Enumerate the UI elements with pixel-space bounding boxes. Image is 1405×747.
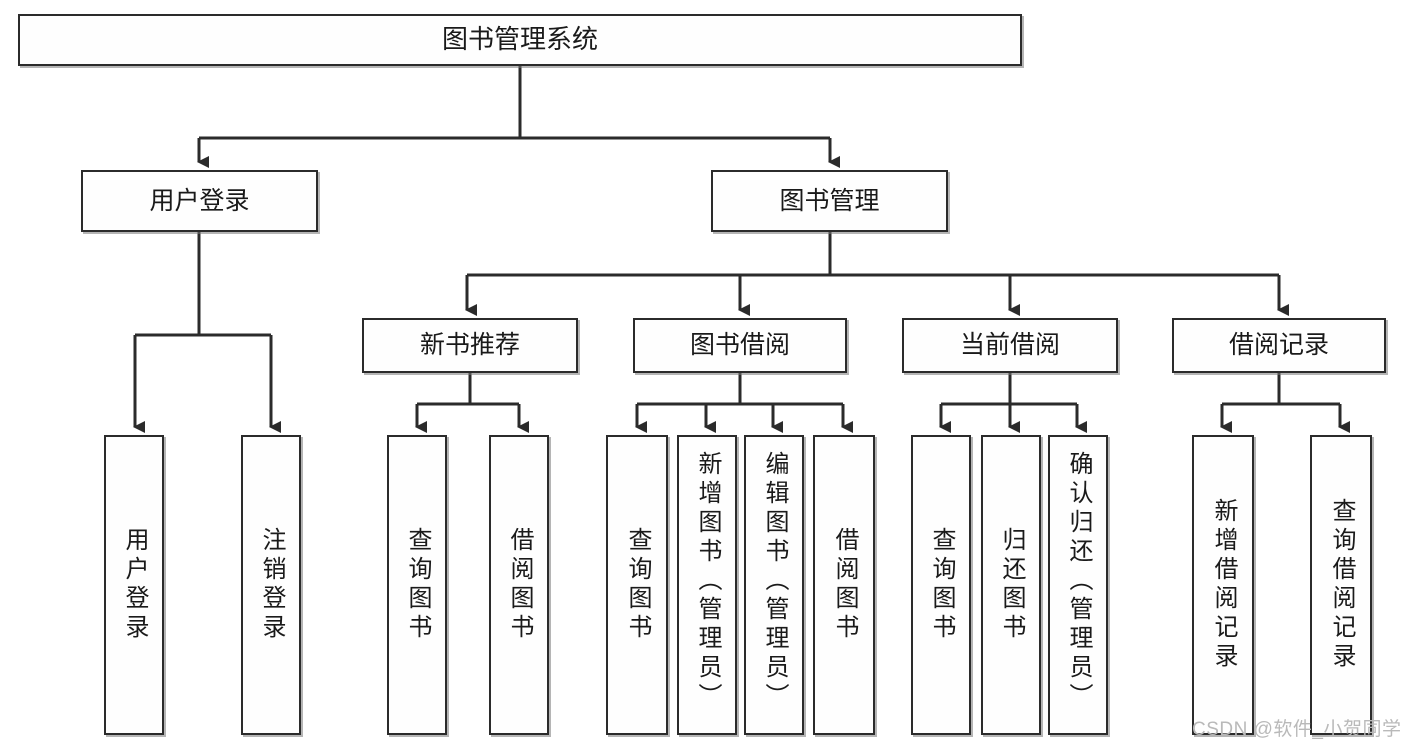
node-leaf-query-record-label: 查询借阅记录: [1328, 498, 1355, 672]
node-leaf-confirm-return-label: 确认归还（管理员）: [1065, 451, 1092, 712]
node-leaf-query-book-3[interactable]: 查询图书: [911, 435, 971, 735]
node-leaf-confirm-return[interactable]: 确认归还（管理员）: [1048, 435, 1108, 735]
node-leaf-add-book[interactable]: 新增图书（管理员）: [677, 435, 737, 735]
node-leaf-query-book-2[interactable]: 查询图书: [606, 435, 668, 735]
node-leaf-query-book-1[interactable]: 查询图书: [387, 435, 447, 735]
node-current-borrow-label: 当前借阅: [959, 331, 1060, 360]
node-leaf-user-login-label: 用户登录: [121, 527, 148, 643]
node-leaf-borrow-book-1-label: 借阅图书: [506, 527, 533, 643]
node-borrow-record[interactable]: 借阅记录: [1172, 318, 1386, 373]
node-leaf-query-book-3-label: 查询图书: [928, 527, 955, 643]
node-leaf-query-book-2-label: 查询图书: [624, 527, 651, 643]
node-root[interactable]: 图书管理系统: [18, 14, 1022, 66]
node-leaf-query-book-1-label: 查询图书: [404, 527, 431, 643]
node-leaf-borrow-book-1[interactable]: 借阅图书: [489, 435, 549, 735]
node-leaf-return-book-label: 归还图书: [998, 527, 1025, 643]
node-book-manage[interactable]: 图书管理: [711, 170, 948, 232]
node-leaf-borrow-book-2[interactable]: 借阅图书: [813, 435, 875, 735]
node-user-login-label: 用户登录: [149, 186, 250, 215]
node-book-borrow-label: 图书借阅: [689, 331, 790, 360]
node-current-borrow[interactable]: 当前借阅: [902, 318, 1118, 373]
node-leaf-add-record-label: 新增借阅记录: [1210, 498, 1237, 672]
node-root-label: 图书管理系统: [441, 24, 598, 55]
node-leaf-user-login[interactable]: 用户登录: [104, 435, 164, 735]
node-leaf-query-record[interactable]: 查询借阅记录: [1310, 435, 1372, 735]
node-borrow-record-label: 借阅记录: [1228, 331, 1329, 360]
node-leaf-edit-book[interactable]: 编辑图书（管理员）: [744, 435, 804, 735]
node-new-book-recommend[interactable]: 新书推荐: [362, 318, 578, 373]
node-leaf-user-logout-label: 注销登录: [258, 527, 285, 643]
watermark-text: CSDN @软件_小贺同学: [1192, 719, 1402, 740]
node-leaf-add-book-label: 新增图书（管理员）: [694, 451, 721, 712]
node-leaf-return-book[interactable]: 归还图书: [981, 435, 1041, 735]
node-new-book-recommend-label: 新书推荐: [419, 331, 520, 360]
node-leaf-borrow-book-2-label: 借阅图书: [831, 527, 858, 643]
node-leaf-user-logout[interactable]: 注销登录: [241, 435, 301, 735]
node-leaf-edit-book-label: 编辑图书（管理员）: [761, 451, 788, 712]
node-leaf-add-record[interactable]: 新增借阅记录: [1192, 435, 1254, 735]
node-book-borrow[interactable]: 图书借阅: [633, 318, 847, 373]
node-user-login[interactable]: 用户登录: [81, 170, 318, 232]
node-book-manage-label: 图书管理: [779, 186, 880, 215]
